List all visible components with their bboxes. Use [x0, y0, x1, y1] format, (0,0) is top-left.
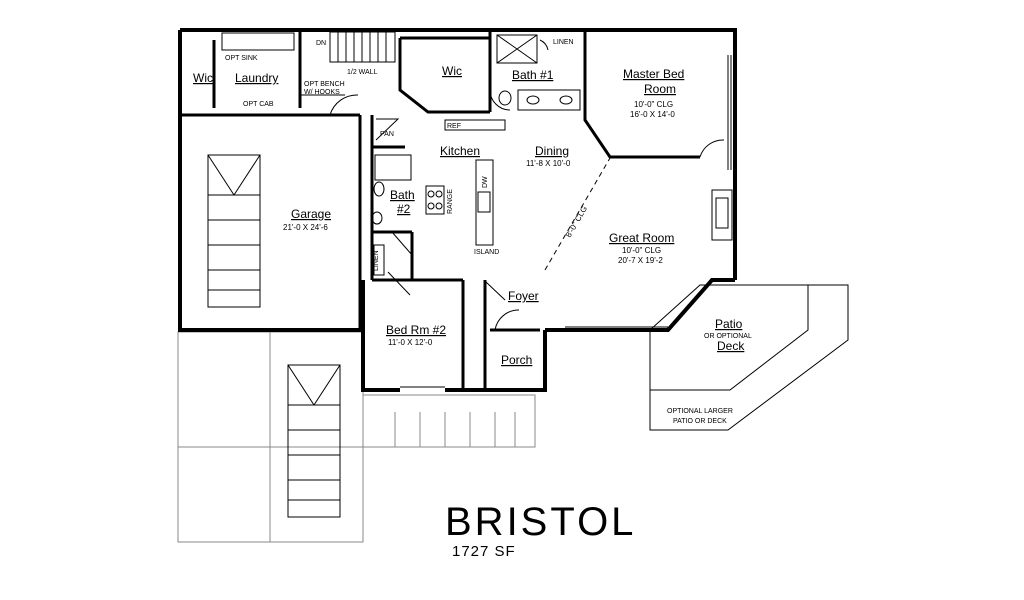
- opt-cab-label: OPT CAB: [243, 101, 274, 108]
- wic-left-label: Wic: [193, 71, 213, 85]
- kitchen-label: Kitchen: [440, 144, 480, 158]
- driveway-stair-symbol: [287, 364, 341, 518]
- ref-label: REF: [447, 123, 461, 130]
- exterior-walls: [178, 28, 737, 392]
- bath1-label: Bath #1: [512, 68, 554, 82]
- fixtures: [221, 31, 733, 388]
- bath2-label-1: Bath: [390, 188, 415, 202]
- garage-stair-symbol: [207, 154, 261, 308]
- master-clg: 10'-0" CLG: [634, 100, 673, 109]
- great-room-label: Great Room: [609, 231, 674, 245]
- bath2-label-2: #2: [397, 202, 411, 216]
- optional-patio-deck-label: PATIO OR DECK: [673, 418, 727, 425]
- optional-larger-label: OPTIONAL LARGER: [667, 408, 733, 415]
- dining-label: Dining: [535, 144, 569, 158]
- master-bed-label-2: Room: [644, 82, 676, 96]
- foyer-label: Foyer: [508, 289, 539, 303]
- patio-outline: [649, 284, 849, 431]
- great-dim: 20'-7 X 19'-2: [618, 256, 663, 265]
- dw-label: DW: [482, 176, 489, 188]
- square-footage: 1727 SF: [452, 543, 516, 560]
- half-wall-label: 1/2 WALL: [347, 69, 378, 76]
- dining-dim: 11'-8 X 10'-0: [526, 159, 571, 168]
- bed2-label: Bed Rm #2: [386, 323, 446, 337]
- linen-side-label: LINEN: [373, 250, 380, 271]
- garage-dim: 21'-0 X 24'-6: [283, 223, 328, 232]
- wic-master-label: Wic: [442, 64, 462, 78]
- island-label: ISLAND: [474, 249, 499, 256]
- master-bed-label-1: Master Bed: [623, 67, 684, 81]
- opt-sink-label: OPT SINK: [225, 55, 258, 62]
- deck-label: Deck: [717, 339, 745, 353]
- pan-label: PAN: [380, 131, 394, 138]
- opt-bench-hooks-label: W/ HOOKS: [304, 89, 340, 96]
- door-swings: [329, 39, 725, 331]
- plan-title: BRISTOL: [445, 500, 637, 544]
- range-label: RANGE: [447, 189, 454, 214]
- opt-bench-label: OPT BENCH: [304, 81, 345, 88]
- porch-label: Porch: [501, 353, 532, 367]
- linen-top-label: LINEN: [553, 39, 574, 46]
- bed2-dim: 11'-0 X 12'-0: [388, 338, 433, 347]
- garage-label: Garage: [291, 207, 331, 221]
- patio-label: Patio: [715, 317, 743, 331]
- ceiling-boundary: [544, 157, 611, 271]
- ceiling-diag-label: 8'-0" CLG: [564, 205, 589, 239]
- dn-label: DN: [316, 40, 326, 47]
- laundry-label: Laundry: [235, 71, 278, 85]
- patio-optional-label: OR OPTIONAL: [704, 333, 752, 340]
- master-dim: 16'-0 X 14'-0: [630, 110, 675, 119]
- great-clg: 10'-0" CLG: [622, 246, 661, 255]
